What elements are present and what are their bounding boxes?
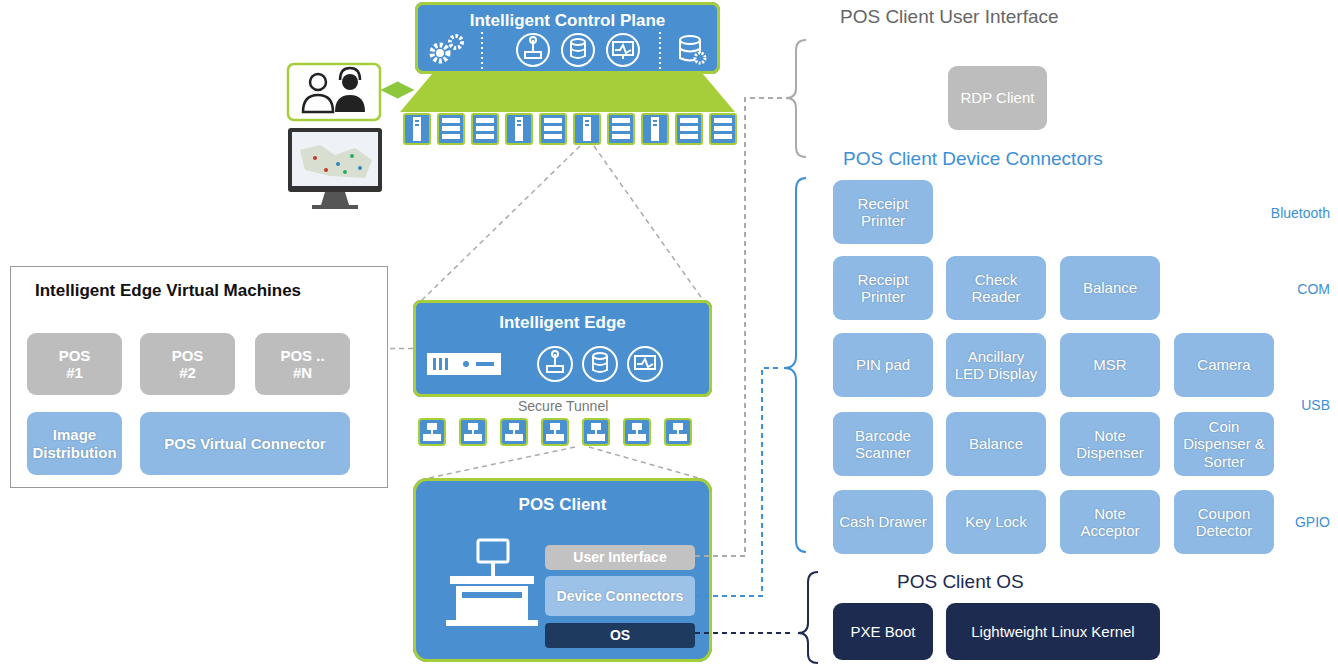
fan-out: [400, 74, 735, 112]
interface-label: USB: [1230, 397, 1330, 413]
node-text: POS Virtual Connector: [164, 435, 325, 452]
pos-terminal-illustration: [446, 540, 538, 626]
node-text: MSR: [1093, 356, 1126, 373]
node-text: Note Acceptor: [1066, 505, 1154, 540]
os-box: PXE Boot: [833, 603, 933, 660]
device-box: Coin Dispenser & Sorter: [1174, 412, 1274, 476]
node-text: Intelligent Control Plane: [418, 11, 717, 31]
control-plane-fill: [415, 2, 720, 74]
pos-client-fill: [413, 478, 712, 662]
node-text: POS #1: [51, 347, 99, 382]
node-text: Coin Dispenser & Sorter: [1180, 418, 1268, 470]
connector-line: [388, 348, 413, 350]
node-text: Key Lock: [965, 513, 1027, 530]
node-text: PXE Boot: [850, 623, 915, 640]
edge-fill: [413, 300, 712, 397]
layer-box: User Interface: [545, 545, 695, 570]
node-text: Balance: [1083, 279, 1137, 296]
device-box: Note Dispenser: [1060, 412, 1160, 476]
leader-line: [695, 368, 780, 596]
edge-icons: [428, 347, 662, 381]
edge-box: Intelligent Edge: [413, 300, 712, 397]
layer-box: OS: [545, 623, 695, 648]
server-row: [404, 114, 736, 144]
device-box: Cash Drawer: [833, 490, 933, 554]
device-box: PIN pad: [833, 333, 933, 397]
node-text: Coupon Detector: [1180, 505, 1268, 540]
interface-label: GPIO: [1230, 514, 1330, 530]
node-text: Ancillary LED Display: [952, 348, 1040, 383]
node-text: Image Distribution: [32, 426, 116, 461]
node-text: Lightweight Linux Kernel: [971, 623, 1134, 640]
group-heading: POS Client OS: [897, 571, 1024, 593]
control-plane-box: Intelligent Control Plane: [415, 2, 720, 74]
node-text: Receipt Printer: [839, 271, 927, 306]
device-box: Receipt Printer: [833, 256, 933, 320]
node-text: Balance: [969, 435, 1023, 452]
os-box: Lightweight Linux Kernel: [946, 603, 1160, 660]
interface-label: Secure Tunnel: [518, 398, 608, 414]
interface-label: COM: [1230, 281, 1330, 297]
vm-box: POS #2: [140, 333, 235, 395]
node-text: Intelligent Edge: [416, 313, 709, 333]
leader-line: [695, 98, 782, 556]
node-text: PIN pad: [856, 356, 910, 373]
node-text: POS #2: [164, 347, 212, 382]
node-text: Camera: [1197, 356, 1250, 373]
node-text: Note Dispenser: [1066, 427, 1154, 462]
node-text: Intelligent Edge Virtual Machines: [35, 281, 363, 301]
interface-label: Bluetooth: [1230, 205, 1330, 221]
node-text: Cash Drawer: [839, 513, 927, 530]
device-box: Note Acceptor: [1060, 490, 1160, 554]
node-text: Check Reader: [952, 271, 1040, 306]
vm-box: POS .. #N: [255, 333, 350, 395]
device-box: Coupon Detector: [1174, 490, 1274, 554]
group-heading: POS Client User Interface: [840, 6, 1059, 28]
layer-box: Device Connectors: [545, 576, 695, 616]
device-box: Key Lock: [946, 490, 1046, 554]
bracket: [798, 572, 818, 663]
device-box: Camera: [1174, 333, 1274, 397]
device-box: Balance: [1060, 256, 1160, 320]
device-box: Balance: [946, 412, 1046, 476]
node-text: OS: [610, 627, 630, 643]
node-text: RDP Client: [961, 89, 1035, 106]
bracket: [784, 178, 806, 552]
device-box: Ancillary LED Display: [946, 333, 1046, 397]
device-box: Barcode Scanner: [833, 412, 933, 476]
node-text: Device Connectors: [557, 588, 684, 604]
control-plane-icons: [432, 32, 705, 70]
device-box: Receipt Printer: [833, 180, 933, 244]
node-text: Receipt Printer: [839, 195, 927, 230]
group-heading: POS Client Device Connectors: [843, 148, 1103, 170]
device-box: MSR: [1060, 333, 1160, 397]
bracket: [786, 40, 806, 157]
monitor-icon: [288, 128, 382, 209]
service-box: POS Virtual Connector: [140, 412, 350, 475]
node-text: Barcode Scanner: [839, 427, 927, 462]
node-text: POS .. #N: [279, 347, 327, 382]
vm-group-box: Intelligent Edge Virtual MachinesPOS #1 P…: [10, 266, 388, 488]
vm-box: POS #1: [27, 333, 122, 395]
service-box: Image Distribution: [27, 412, 122, 475]
operators-icon: [288, 64, 380, 120]
client-box: RDP Client: [948, 66, 1047, 130]
device-box: Check Reader: [946, 256, 1046, 320]
node-text: User Interface: [573, 549, 666, 565]
pos-client-box: POS ClientUser InterfaceDevice Connector…: [413, 478, 712, 662]
double-arrow: [384, 89, 411, 92]
terminal-row: [419, 419, 691, 445]
node-text: POS Client: [416, 495, 709, 515]
